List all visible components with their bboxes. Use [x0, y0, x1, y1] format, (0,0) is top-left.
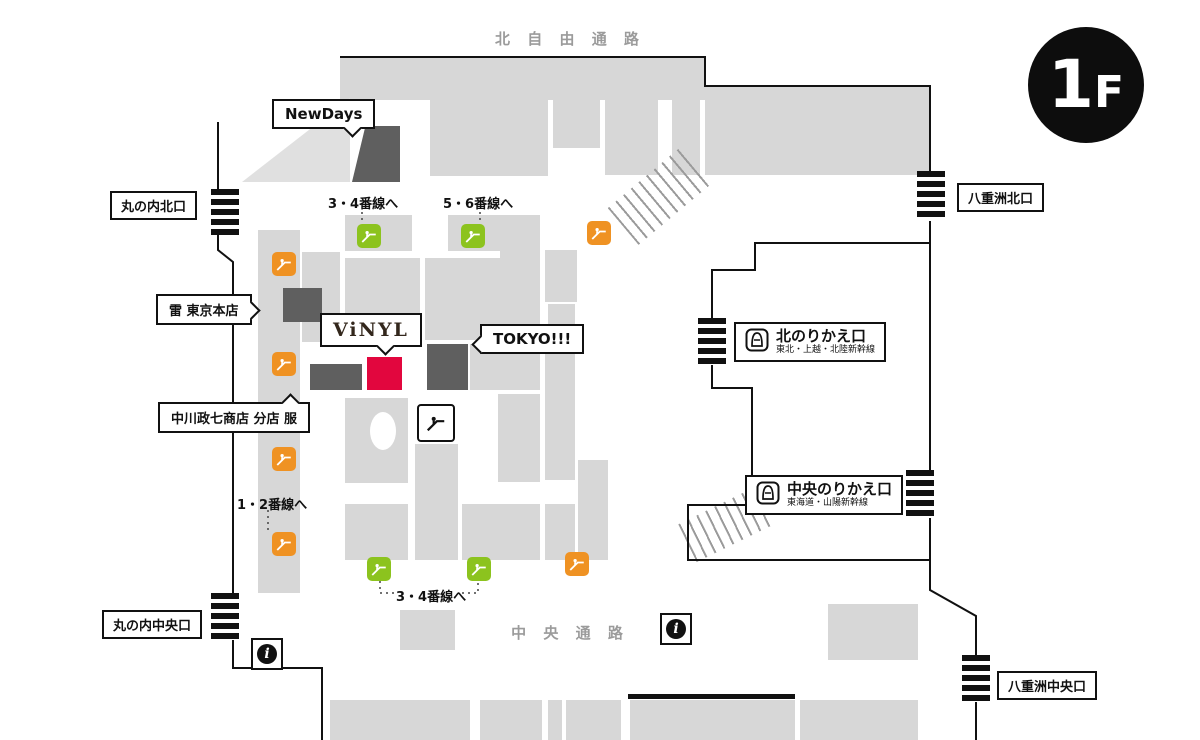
kaminari-label: 雷 東京本店 [169, 304, 239, 319]
escalator-icon [565, 552, 589, 576]
map-block [345, 504, 408, 560]
map-block [430, 98, 548, 176]
pillar-oval [370, 412, 396, 450]
map-block [400, 610, 455, 650]
platform-link-34-north: 3・4番線へ [328, 197, 399, 212]
escalator-icon [272, 447, 296, 471]
ticket-gate-icon [962, 655, 990, 701]
ticket-gate-icon [211, 593, 239, 639]
info-i-glyph: i [257, 644, 277, 664]
map-block [605, 98, 658, 175]
map-block [480, 700, 542, 740]
info-i-glyph: i [666, 619, 686, 639]
transfer-north-lines: 東北・上越・北陸新幹線 [776, 345, 876, 356]
ticket-gate-icon [698, 318, 726, 365]
map-block [578, 460, 608, 560]
ticket-gate-icon [906, 470, 934, 516]
ticket-gate-icon [211, 189, 239, 235]
map-block [545, 250, 577, 302]
vinyl-logo: ViNYL [333, 319, 409, 341]
map-block [566, 700, 621, 740]
transfer-gate-central: 中央のりかえ口 東海道・山陽新幹線 [745, 475, 904, 516]
platform-link-34-south: 3・4番線へ [396, 590, 467, 605]
north-corridor-label: 北 自 由 通 路 [495, 30, 645, 48]
floor-number: 1 [1048, 46, 1094, 123]
callout-nakagawa: 中川政七商店 分店 服 [158, 393, 311, 433]
map-block [462, 504, 540, 560]
exit-label-yaesu-central: 八重洲中央口 [997, 671, 1098, 700]
newdays-label: NewDays [285, 105, 363, 123]
map-block [553, 98, 600, 148]
escalator-icon [461, 224, 485, 248]
escalator-icon [272, 532, 296, 556]
shop-block-kaminari [283, 288, 322, 322]
callout-newdays: NewDays [272, 99, 376, 138]
map-block [340, 57, 705, 100]
transfer-central-lines: 東海道・山陽新幹線 [787, 498, 869, 509]
map-block [415, 444, 458, 560]
shinkansen-icon [745, 328, 769, 356]
escalator-icon [272, 352, 296, 376]
transfer-central-label: 中央のりかえ口 [787, 480, 893, 498]
callout-tokyo: TOKYO!!! [471, 324, 585, 354]
escalator-icon [367, 557, 391, 581]
platform-link-56-north: 5・6番線へ [443, 197, 514, 212]
escalator-icon [467, 557, 491, 581]
callout-kaminari: 雷 東京本店 [156, 294, 261, 325]
map-block [828, 604, 918, 660]
shop-block-nakagawa [310, 364, 362, 390]
floor-suffix: F [1093, 67, 1124, 118]
map-block [800, 700, 918, 740]
map-block [705, 86, 930, 175]
callout-vinyl: ViNYL [320, 313, 422, 356]
map-block [548, 700, 562, 740]
wall-bar [628, 694, 795, 699]
map-block [545, 350, 575, 480]
map-block [545, 504, 575, 560]
floor-badge: 1 F [1028, 27, 1144, 143]
transfer-north-label: 北のりかえ口 [776, 327, 867, 345]
exit-label-marunouchi-north: 丸の内北口 [110, 191, 198, 220]
exit-label-yaesu-north: 八重洲北口 [957, 183, 1045, 212]
platform-link-12: 1・2番線へ [237, 498, 308, 513]
transfer-gate-north: 北のりかえ口 東北・上越・北陸新幹線 [734, 322, 887, 363]
exit-label-marunouchi-central: 丸の内中央口 [102, 610, 203, 639]
escalator-icon [587, 221, 611, 245]
tokyo-label: TOKYO!!! [493, 330, 572, 348]
central-corridor-label: 中 央 通 路 [511, 624, 629, 642]
nakagawa-label: 中川政七商店 分店 服 [171, 412, 298, 427]
escalator-icon [357, 224, 381, 248]
information-icon: i [660, 613, 692, 645]
escalator-icon [272, 252, 296, 276]
ticket-gate-icon [917, 171, 945, 217]
shop-block-tokyo [427, 344, 468, 390]
map-block [330, 700, 470, 740]
information-icon: i [251, 638, 283, 670]
escalator-icon [417, 404, 455, 442]
shop-block-vinyl [367, 357, 402, 390]
shinkansen-icon [756, 481, 780, 509]
map-block [630, 700, 795, 740]
map-block [498, 394, 540, 482]
